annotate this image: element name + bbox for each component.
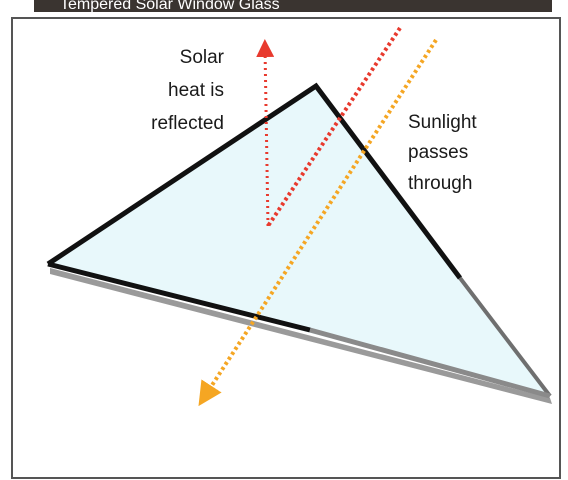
transmitted-label-line-1: Sunlight <box>408 112 477 133</box>
reflected-label-line-3: reflected <box>151 113 224 134</box>
header-title: Tempered Solar Window Glass <box>60 0 280 13</box>
transmitted-label-line-2: passes <box>408 142 468 163</box>
transmitted-label-line-3: through <box>408 173 472 194</box>
reflected-label-line-1: Solar <box>180 47 225 68</box>
reflected-label: Solar heat is reflected <box>151 47 225 134</box>
reflected-label-line-2: heat is <box>168 80 224 101</box>
transmitted-label: Sunlight passes through <box>408 112 477 194</box>
